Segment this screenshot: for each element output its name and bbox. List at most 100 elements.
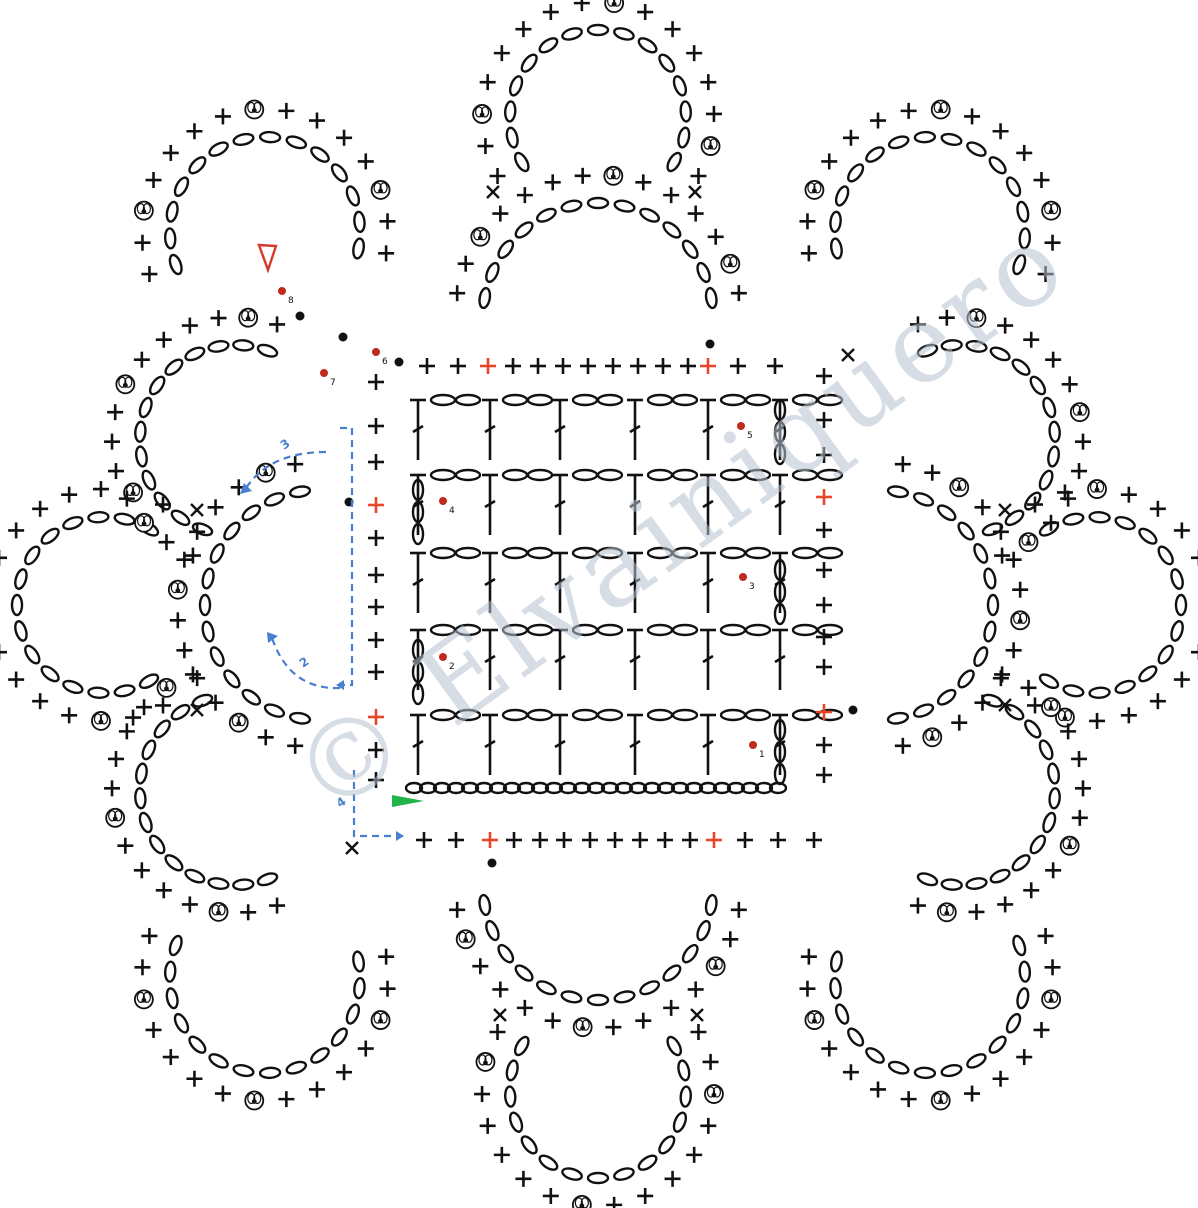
- single-crochet: [155, 697, 171, 713]
- picot: [805, 1011, 823, 1029]
- single-crochet: [185, 666, 201, 682]
- single-crochet: [799, 213, 815, 229]
- single-crochet: [368, 497, 384, 513]
- chain-stitch: [165, 228, 176, 249]
- single-crochet: [136, 699, 152, 715]
- chain-stitch: [1023, 490, 1044, 512]
- single-crochet: [32, 693, 48, 709]
- single-crochet: [477, 138, 493, 154]
- single-crochet: [1038, 266, 1054, 282]
- chain-stitch: [329, 1026, 349, 1048]
- chain-stitch: [830, 238, 843, 259]
- single-crochet: [368, 567, 384, 583]
- chain-stitch: [834, 1003, 851, 1025]
- round-label-7: 7: [330, 378, 336, 388]
- chain-stitch: [1169, 568, 1184, 590]
- chain-stitch: [222, 520, 243, 542]
- chain-stitch: [561, 26, 583, 41]
- chain-stitch: [818, 395, 842, 405]
- round-label-4: 4: [449, 506, 455, 516]
- single-crochet: [0, 550, 7, 566]
- chain-stitch: [956, 520, 977, 542]
- chain-stitch: [535, 979, 557, 997]
- chain-stitch: [657, 52, 677, 74]
- chain-stitch: [680, 101, 691, 122]
- chain-stitch: [208, 645, 226, 667]
- chain-stitch: [289, 712, 310, 725]
- chain-stitch: [989, 345, 1011, 363]
- single-crochet: [635, 174, 651, 190]
- single-crochet: [506, 832, 522, 848]
- chain-stitch: [508, 75, 525, 97]
- chain-stitch: [431, 395, 455, 405]
- chain-stitch: [680, 943, 700, 965]
- single-crochet: [574, 0, 590, 11]
- chain-stitch: [1019, 228, 1030, 249]
- single-crochet: [1062, 376, 1078, 392]
- arrow-label: 3: [278, 436, 293, 452]
- chain-stitch: [1114, 515, 1136, 532]
- single-crochet: [269, 898, 285, 914]
- chain-stitch: [573, 395, 597, 405]
- chain-stitch: [505, 1060, 519, 1082]
- chain-stitch: [673, 395, 697, 405]
- chain-stitch: [503, 625, 527, 635]
- slip-stitch-dot: [749, 741, 757, 749]
- chain-stitch: [135, 421, 147, 442]
- chain-stitch: [648, 395, 672, 405]
- picot: [705, 1085, 723, 1103]
- chain-stitch: [888, 1060, 910, 1076]
- single-crochet: [816, 767, 832, 783]
- single-crochet: [1023, 332, 1039, 348]
- chain-stitch: [187, 1034, 208, 1055]
- single-crochet: [269, 316, 285, 332]
- slip-stitch-dot: [339, 333, 348, 342]
- slip-stitch-dot: [372, 348, 380, 356]
- slip-cross: [689, 186, 701, 198]
- single-crochet: [1045, 352, 1061, 368]
- chain-stitch: [1047, 446, 1060, 467]
- chain-stitch: [1019, 961, 1030, 982]
- arrow-label: 4: [334, 794, 349, 810]
- chain-stitch: [830, 211, 842, 232]
- single-crochet: [141, 928, 157, 944]
- chain-stitch: [1010, 853, 1032, 874]
- chain-stitch: [329, 162, 349, 184]
- chain-stitch: [114, 512, 136, 526]
- chain-stitch: [972, 542, 990, 564]
- single-crochet: [215, 1086, 231, 1102]
- single-crochet: [816, 489, 832, 505]
- chain-stitch: [208, 877, 229, 890]
- single-crochet: [119, 723, 135, 739]
- chain-stitch: [1016, 201, 1030, 223]
- single-crochet: [176, 552, 192, 568]
- double-crochet: [552, 475, 568, 535]
- chain-stitch: [916, 871, 938, 887]
- chain-stitch: [695, 261, 712, 283]
- single-crochet: [556, 832, 572, 848]
- chain-stitch: [309, 1046, 331, 1066]
- chain-stitch: [1114, 679, 1136, 696]
- double-crochet: [772, 475, 788, 535]
- chain-stitch: [233, 132, 255, 146]
- picot: [932, 1092, 950, 1110]
- single-crochet: [163, 1049, 179, 1065]
- chain-stitch: [1038, 672, 1060, 691]
- double-crochet: [700, 553, 716, 613]
- chain-stitch: [915, 132, 936, 143]
- single-crochet: [657, 832, 673, 848]
- single-crochet: [336, 130, 352, 146]
- single-crochet: [368, 374, 384, 390]
- single-crochet: [606, 1197, 622, 1208]
- single-crochet: [706, 832, 722, 848]
- chain-stitch: [1028, 374, 1048, 396]
- single-crochet: [416, 832, 432, 848]
- chain-stitch: [309, 145, 331, 165]
- chain-stitch: [845, 162, 865, 184]
- picot: [135, 990, 153, 1008]
- chain-stitch: [352, 238, 365, 259]
- single-crochet: [482, 832, 498, 848]
- double-crochet: [410, 400, 426, 460]
- single-crochet: [208, 499, 224, 515]
- single-crochet: [690, 168, 706, 184]
